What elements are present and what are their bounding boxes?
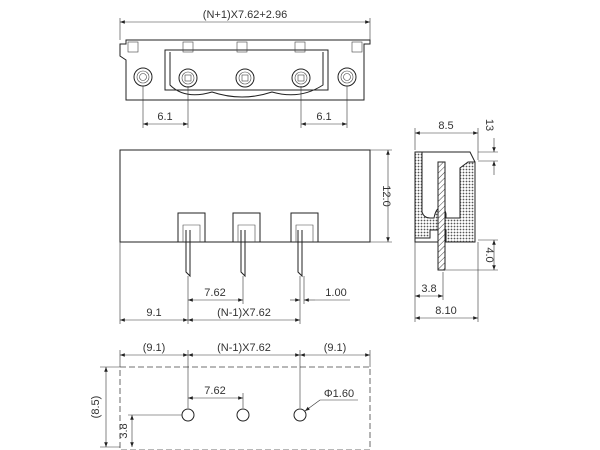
pin-housings xyxy=(177,212,319,242)
edge-offset-label: 9.1 xyxy=(146,307,161,319)
pcb-span-label: (N-1)X7.62 xyxy=(217,342,271,354)
pin-width-label: 1.00 xyxy=(325,287,346,299)
overall-width-label: (N+1)X7.62+2.96 xyxy=(203,9,287,21)
pins xyxy=(185,230,303,278)
pitch-label: 7.62 xyxy=(204,287,225,299)
pcb-layout-view: (9.1) (N-1)X7.62 (9.1) 7.62 Φ1.60 (8.5) … xyxy=(90,342,371,450)
pin-length-label: 4.0 xyxy=(483,247,495,262)
front-view: 12.0 7.62 1.00 9.1 (N-1)X7.62 xyxy=(119,149,392,324)
mounting-hole-right xyxy=(337,67,357,87)
pcb-right-offset-label: (9.1) xyxy=(324,342,347,354)
top-height-label: 13 xyxy=(483,119,495,131)
span-label: (N-1)X7.62 xyxy=(217,307,271,319)
pin-offset-label: 3.8 xyxy=(421,283,436,295)
side-view: 8.5 13 4.0 3.8 8.10 xyxy=(414,119,498,322)
mounting-hole-left xyxy=(133,67,153,87)
depth-top-label: 8.5 xyxy=(438,120,453,132)
pcb-pitch-label: 7.62 xyxy=(204,385,225,397)
pcb-left-offset-label: (9.1) xyxy=(143,342,166,354)
hole-offset-label: 3.8 xyxy=(118,423,130,438)
terminal-screws xyxy=(178,68,311,88)
right-offset-label: 6.1 xyxy=(316,111,331,123)
pcb-height-label: (8.5) xyxy=(90,396,102,419)
hole-diameter-label: Φ1.60 xyxy=(324,388,354,400)
top-view: (N+1)X7.62+2.96 6.1 6.1 xyxy=(119,9,371,128)
height-label: 12.0 xyxy=(380,185,392,206)
left-offset-label: 6.1 xyxy=(157,111,172,123)
depth-total-label: 8.10 xyxy=(435,305,456,317)
pcb-holes xyxy=(181,408,307,422)
